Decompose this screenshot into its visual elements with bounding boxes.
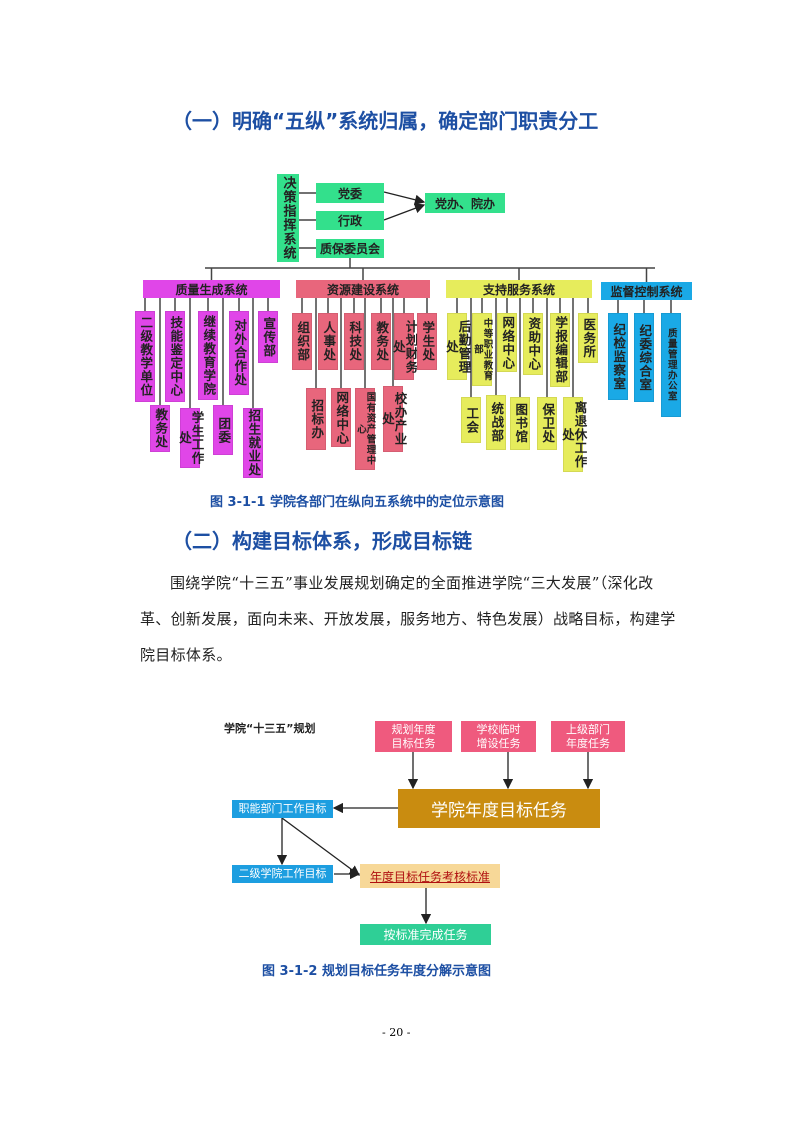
- section-heading-1: （一）明确“五纵”系统归属，确定部门职责分工: [172, 109, 599, 133]
- dept-target-box: 职能部门工作目标: [232, 800, 333, 818]
- department-box: 纪检监察室: [608, 313, 628, 400]
- section-heading-2: （二）构建目标体系，形成目标链: [172, 529, 472, 553]
- department-box: 教务处: [150, 405, 170, 452]
- department-box: 中等职业教育部: [472, 313, 493, 386]
- department-box: 组织部: [292, 313, 312, 370]
- office-box: 党办、院办: [425, 193, 505, 213]
- department-box: 招标办: [306, 388, 326, 450]
- department-box: 质量管理办公室: [661, 313, 681, 417]
- department-box: 招生就业处: [243, 408, 263, 478]
- department-box: 宣传部: [258, 311, 278, 363]
- department-box: 工会: [461, 397, 481, 443]
- figure-caption-1: 图 3-1-1 学院各部门在纵向五系统中的定位示意图: [210, 495, 504, 510]
- source-box-temporary: 学校临时增设任务: [461, 721, 536, 752]
- system-header: 支持服务系统: [446, 280, 592, 298]
- source-box-superior: 上级部门年度任务: [551, 721, 625, 752]
- department-box: 继续教育学院: [198, 311, 218, 400]
- page-number: - 20 -: [382, 1026, 411, 1039]
- department-box: 保卫处: [537, 397, 557, 450]
- department-box: 校办产业处: [380, 386, 408, 452]
- department-box: 学生处: [417, 313, 437, 370]
- department-box: 统战部: [486, 395, 506, 450]
- department-box: 团委: [213, 405, 233, 455]
- command-system-box: 决策指挥系统: [277, 174, 299, 262]
- body-paragraph: 围绕学院“十三五”事业发展规划确定的全面推进学院“三大发展”（深化改革、创新发展…: [140, 574, 676, 664]
- qa-committee-box: 质保委员会: [316, 239, 384, 258]
- college-target-box: 二级学院工作目标: [232, 865, 333, 883]
- department-box: 医务所: [578, 313, 598, 363]
- complete-task-box: 按标准完成任务: [360, 924, 491, 945]
- source-box-plan: 规划年度目标任务: [375, 721, 452, 752]
- department-box: 人事处: [318, 313, 338, 370]
- department-box: 计划财务处: [391, 313, 419, 380]
- administration-box: 行政: [316, 211, 384, 230]
- annual-target-box: 学院年度目标任务: [398, 789, 600, 828]
- department-box: 对外合作处: [229, 311, 249, 395]
- department-box: 二级教学单位: [135, 311, 155, 402]
- department-box: 科技处: [344, 313, 364, 370]
- department-box: 离退休工作处: [560, 397, 588, 472]
- party-committee-box: 党委: [316, 183, 384, 203]
- department-box: 教务处: [371, 313, 391, 370]
- assessment-standard-box: 年度目标任务考核标准: [360, 864, 500, 888]
- department-box: 网络中心: [497, 313, 517, 372]
- department-box: 学生工作处: [177, 408, 205, 468]
- department-box: 网络中心: [331, 388, 351, 447]
- department-box: 纪委综合室: [634, 313, 654, 402]
- connector-line: [383, 191, 426, 205]
- connector-line: [383, 203, 426, 221]
- system-header: 监督控制系统: [601, 282, 692, 300]
- system-header: 质量生成系统: [143, 280, 280, 298]
- department-box: 资助中心: [523, 313, 543, 375]
- department-box: 后勤管理处: [444, 313, 472, 380]
- system-header: 资源建设系统: [296, 280, 430, 298]
- connector-line: [281, 817, 361, 876]
- department-box: 国有资产管理中心: [355, 388, 376, 470]
- department-box: 学报编辑部: [550, 313, 570, 387]
- department-box: 技能鉴定中心: [165, 311, 185, 402]
- plan-label: 学院“十三五”规划: [224, 722, 316, 735]
- figure-caption-2: 图 3-1-2 规划目标任务年度分解示意图: [262, 964, 491, 979]
- department-box: 图书馆: [510, 397, 530, 450]
